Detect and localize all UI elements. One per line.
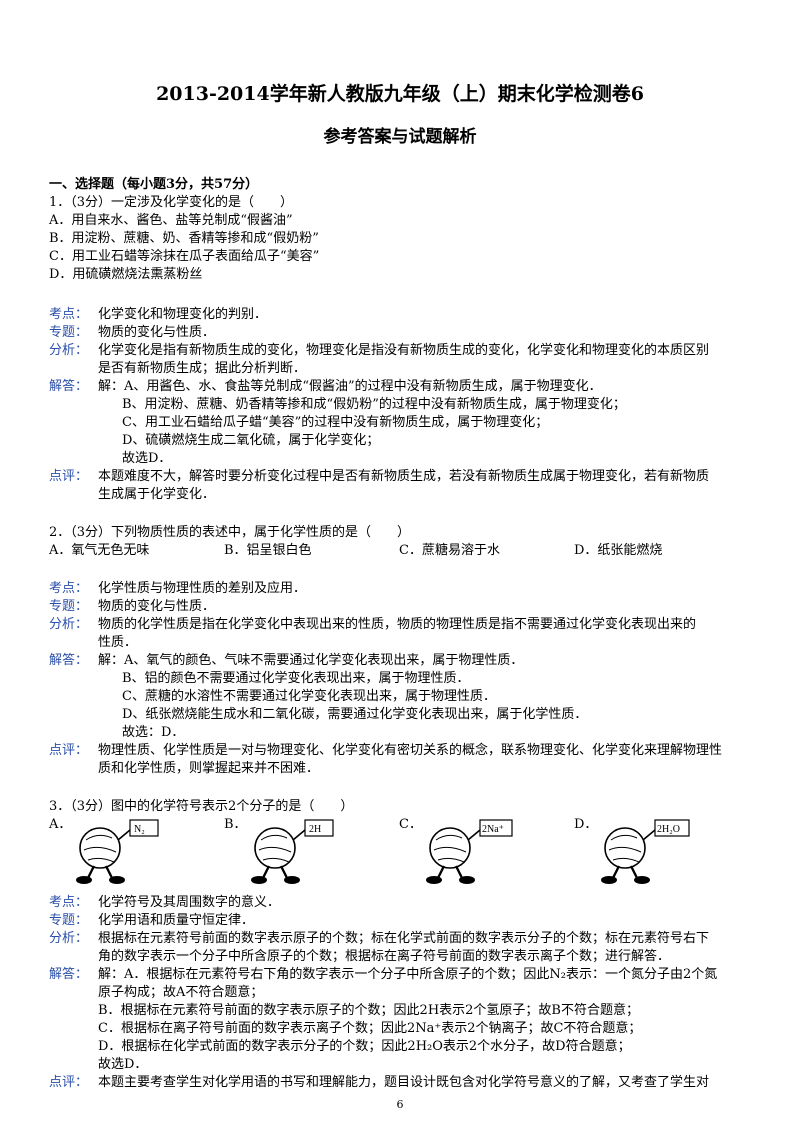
q3-fenxi-line: 根据标在元素符号前面的数字表示原子的个数；标在化学式前面的数字表示分子的个数；标… (98, 931, 710, 946)
q3-option-a-letter: A． (49, 817, 72, 832)
q2-option-d: D．纸张能燃烧 (574, 543, 663, 558)
q3-fenxi-line: 角的数字表示一个分子中所含原子的个数；根据标在离子符号前面的数字表示离子个数；进… (98, 949, 671, 964)
q1-jieda-line: 故选D． (122, 451, 172, 466)
q3-sign-c: 2Na⁺ (482, 824, 504, 835)
q2-jieda-label: 解答： (49, 653, 89, 668)
q2-fenxi-label: 分析： (49, 617, 89, 632)
q3-jieda-line: D．根据标在化学式前面的数字表示分子的个数；因此2H₂O表示2个水分子，故D符合… (98, 1039, 631, 1054)
page-title: 2013-2014学年新人教版九年级（上）期末化学检测卷6 (156, 83, 644, 105)
q3-jieda-label: 解答： (49, 967, 89, 982)
q3-dianping-label: 点评： (49, 1075, 89, 1090)
q1-zhuanti-label: 专题： (49, 325, 89, 340)
q2-stem: 2．（3分）下列物质性质的表述中，属于化学性质的是（ ） (49, 525, 411, 540)
q2-jieda-line: C、蔗糖的水溶性不需要通过化学变化表现出来，属于物理性质． (122, 689, 496, 704)
q2-option-a: A．氧气无色无味 (49, 543, 150, 558)
q2-dianping-label: 点评： (49, 743, 89, 758)
q3-dianping-line: 本题主要考查学生对化学用语的书写和理解能力，题目设计既包含对化学符号意义的了解，… (98, 1075, 710, 1090)
q1-fenxi-label: 分析： (49, 343, 89, 358)
q3-jieda-line: 原子构成；故A不符合题意； (98, 985, 264, 1000)
q3-sign-d: 2H₂O (657, 824, 680, 835)
q2-jieda-line: B、铝的颜色不需要通过化学变化表现出来，属于物理性质． (122, 671, 470, 686)
q1-jieda-line: B、用淀粉、蔗糖、奶香精等掺和成“假奶粉”的过程中没有新物质生成，属于物理变化； (122, 397, 626, 412)
q3-zhuanti: 化学用语和质量守恒定律． (98, 913, 255, 928)
q1-option-a: A．用自来水、酱色、盐等兑制成“假酱油” (49, 213, 293, 228)
q1-jieda-line: 解：A、用酱色、水、食盐等兑制成“假酱油”的过程中没有新物质生成，属于物理变化． (98, 379, 602, 394)
q1-jieda-line: C、用工业石蜡给瓜子蜡“美容”的过程中没有新物质生成，属于物理变化； (122, 415, 549, 430)
q2-dianping-line: 物理性质、化学性质是一对与物理变化、化学变化有密切关系的概念，联系物理变化、化学… (98, 743, 723, 758)
q1-option-d: D．用硫磺燃烧法熏蒸粉丝 (49, 267, 203, 282)
q2-fenxi-line: 物质的化学性质是指在化学变化中表现出来的性质，物质的物理性质是指不需要通过化学变… (98, 617, 697, 632)
q2-fenxi-line: 性质． (98, 635, 138, 650)
q1-option-c: C．用工业石蜡等涂抹在瓜子表面给瓜子“美容” (49, 249, 320, 264)
q2-jieda-line: D、纸张燃烧能生成水和二氧化碳，需要通过化学变化表现出来，属于化学性质． (122, 707, 588, 722)
q1-jieda-line: D、硫磺燃烧生成二氧化硫，属于化学变化； (122, 433, 380, 448)
q3-option-c-letter: C． (399, 817, 422, 832)
q2-zhuanti: 物质的变化与性质． (98, 599, 216, 614)
q2-dianping-line: 质和化学性质，则掌握起来并不困难． (98, 761, 320, 776)
q3-fenxi-label: 分析： (49, 931, 89, 946)
q3-jieda-line: B．根据标在元素符号前面的数字表示原子的个数；因此2H表示2个氢原子；故B不符合… (98, 1003, 639, 1018)
page-number: 6 (396, 1098, 404, 1111)
q1-kaodian-label: 考点： (49, 307, 89, 322)
q3-sign-b: 2H (309, 824, 321, 835)
q3-sign-a: N₂ (134, 824, 145, 835)
q1-fenxi-line: 是否有新物质生成；据此分析判断． (98, 361, 307, 376)
q3-kaodian: 化学符号及其周围数字的意义． (98, 895, 281, 910)
q3-zhuanti-label: 专题： (49, 913, 89, 928)
q1-option-b: B．用淀粉、蔗糖、奶、香精等掺和成“假奶粉” (49, 231, 319, 246)
q3-figure-b: 2H (251, 819, 334, 884)
q2-option-b: B．铝呈银白色 (224, 543, 312, 558)
q1-kaodian: 化学变化和物理变化的判别． (98, 307, 268, 322)
q3-option-d-letter: D． (574, 817, 598, 832)
q1-fenxi-line: 化学变化是指有新物质生成的变化，物理变化是指没有新物质生成的变化，化学变化和物理… (98, 343, 710, 358)
q2-kaodian: 化学性质与物理性质的差别及应用． (98, 581, 307, 596)
q2-kaodian-label: 考点： (49, 581, 89, 596)
q3-figure-c: 2Na⁺ (426, 819, 513, 884)
q1-dianping-label: 点评： (49, 469, 89, 484)
q1-stem: 1．（3分）一定涉及化学变化的是（ ） (49, 195, 294, 210)
q3-option-b-letter: B． (224, 817, 247, 832)
q1-dianping-line: 本题难度不大，解答时要分析变化过程中是否有新物质生成，若没有新物质生成属于物理变… (98, 469, 710, 484)
q3-stem: 3．（3分）图中的化学符号表示2个分子的是（ ） (49, 799, 354, 814)
q3-jieda-line: C．根据标在离子符号前面的数字表示离子个数；因此2Na⁺表示2个钠离子；故C不符… (98, 1021, 642, 1036)
q3-jieda-line: 解：A．根据标在元素符号右下角的数字表示一个分子中所含原子的个数；因此N₂表示：… (98, 967, 718, 982)
q1-dianping-line: 生成属于化学变化． (98, 487, 216, 502)
page-subtitle: 参考答案与试题解析 (323, 127, 477, 147)
q2-zhuanti-label: 专题： (49, 599, 89, 614)
q3-jieda-line: 故选D． (98, 1057, 148, 1072)
q3-kaodian-label: 考点： (49, 895, 89, 910)
q2-jieda-line: 故选：D． (122, 725, 185, 740)
q2-option-c: C．蔗糖易溶于水 (399, 543, 500, 558)
q1-jieda-label: 解答： (49, 379, 89, 394)
q1-zhuanti: 物质的变化与性质． (98, 325, 216, 340)
q2-jieda-line: 解：A、氧气的颜色、气味不需要通过化学变化表现出来，属于物理性质． (98, 653, 524, 668)
q3-figure-d: 2H₂O (601, 819, 690, 884)
section-heading: 一、选择题（每小题3分，共57分） (49, 177, 259, 192)
q3-figure-a: N₂ (76, 819, 159, 884)
